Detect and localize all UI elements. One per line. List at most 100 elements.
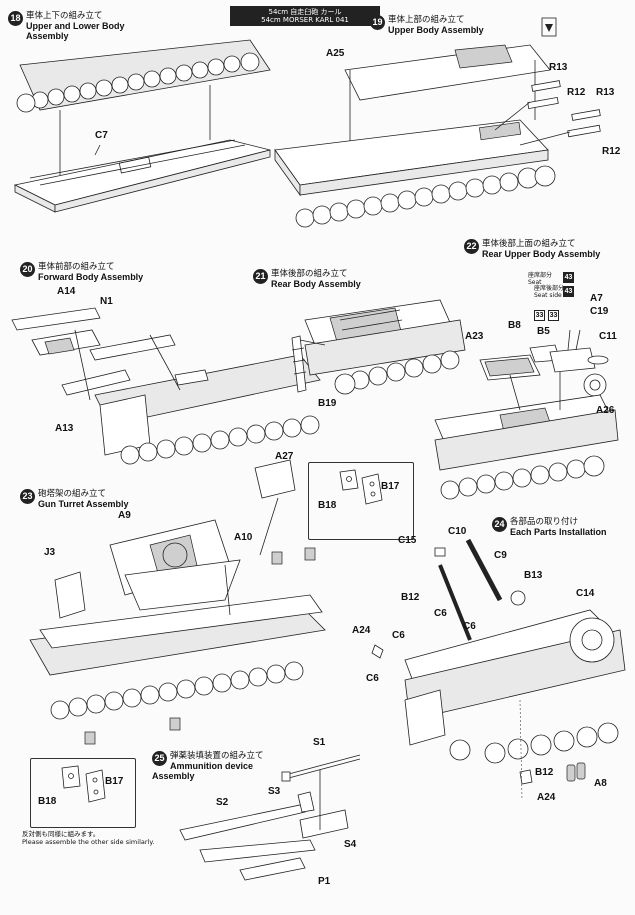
part-label-c6-4: C6 [366, 673, 379, 684]
part-label-c7: C7 [95, 130, 108, 141]
step22-drawing [434, 329, 619, 500]
part-label-c15: C15 [398, 535, 417, 546]
step-24-title-en: Each Parts Installation [510, 527, 607, 537]
step-20-title-jp: 車体前部の組み立て [38, 262, 115, 272]
part-label-s3: S3 [268, 786, 281, 797]
step-21-title-en: Rear Body Assembly [271, 279, 361, 289]
part-label-a25: A25 [326, 48, 345, 59]
part-label-b18-2: B18 [38, 796, 57, 807]
part-label-c6-2: C6 [463, 621, 476, 632]
part-label-p1: P1 [318, 876, 331, 887]
part-label-b8: B8 [508, 320, 521, 331]
part-label-c19: C19 [590, 306, 609, 317]
part-label-c6-3: C6 [392, 630, 405, 641]
part-label-a23: A23 [465, 331, 484, 342]
step-24-title-jp: 各部品の取り付け [510, 517, 579, 527]
step-23-heading: 23 砲塔架の組み立て Gun Turret Assembly [20, 488, 180, 509]
step22-roadwheels [440, 455, 605, 500]
glue-icon [541, 17, 557, 37]
part-label-a26: A26 [596, 405, 615, 416]
step-20-heading: 20 車体前部の組み立て Forward Body Assembly [20, 261, 170, 282]
step-number-badge: 25 [152, 751, 167, 766]
step-21-title-jp: 車体後部の組み立て [271, 269, 348, 279]
step-22-title-en: Rear Upper Body Assembly [482, 249, 601, 259]
step-number-badge: 23 [20, 489, 35, 504]
seat-side-note: 座席後部分 Seat side [534, 285, 584, 299]
header-title-jp: 54cm 自走臼砲 カール [268, 8, 342, 16]
step-number-badge: 24 [492, 517, 507, 532]
inset-frame-bracket-bottom [30, 758, 136, 828]
part-label-c9: C9 [494, 550, 507, 561]
step-19-heading: 19 車体上部の組み立て Upper Body Assembly [370, 14, 540, 35]
step20-drawing [11, 307, 321, 465]
step-20-title-en: Forward Body Assembly [38, 272, 144, 282]
part-label-a13: A13 [55, 423, 74, 434]
part-label-r13: R13 [549, 62, 568, 73]
part-label-j3: J3 [44, 547, 56, 558]
paint-code-badge: 33 [548, 310, 559, 321]
step21-drawing [291, 299, 466, 395]
step18-roadwheels [16, 52, 260, 113]
seat-side-note-jp: 座席後部分 [534, 285, 565, 292]
step-19-title-jp: 車体上部の組み立て [388, 15, 465, 25]
step21-roadwheels [334, 350, 460, 395]
paint-code-badge: 43 [563, 286, 574, 297]
step24-drawing [371, 538, 626, 801]
part-label-b12: B12 [401, 592, 420, 603]
step-number-badge: 22 [464, 239, 479, 254]
step-25-title-en-line1: Ammunition device [170, 761, 254, 771]
seat-note-jp: 座席部分 [528, 272, 553, 279]
part-label-a14: A14 [57, 286, 76, 297]
step-22-title-jp: 車体後部上面の組み立て [482, 239, 576, 249]
part-label-a27: A27 [275, 451, 294, 462]
part-label-c6: C6 [434, 608, 447, 619]
part-label-a9: A9 [118, 510, 131, 521]
part-label-a7: A7 [590, 293, 603, 304]
header-title-en: 54cm MORSER KARL 041 [261, 16, 349, 24]
step24-roadwheels [449, 722, 619, 764]
part-label-s4: S4 [344, 839, 357, 850]
step19-drawing [274, 17, 601, 228]
step23-drawing [29, 459, 326, 745]
symmetry-note-en: Please assemble the other side similarly… [22, 838, 155, 846]
part-label-s1: S1 [313, 737, 326, 748]
page-header: 54cm 自走臼砲 カール 54cm MORSER KARL 041 [230, 6, 380, 26]
seat-note: 座席部分 Seat [528, 272, 568, 286]
symmetry-note: 反対側も同様に組みます。 Please assemble the other s… [22, 830, 182, 846]
step-number-badge: 19 [370, 15, 385, 30]
part-label-b5: B5 [537, 326, 550, 337]
step-number-badge: 20 [20, 262, 35, 277]
step23-roadwheels [50, 661, 304, 720]
step-18-title-en: Upper and Lower Body Assembly [26, 21, 125, 41]
step-19-title-en: Upper Body Assembly [388, 25, 484, 35]
step-18-heading: 18 車体上下の組み立て Upper and Lower Body Assemb… [8, 10, 148, 41]
part-label-b13: B13 [524, 570, 543, 581]
part-label-b17: B17 [381, 481, 400, 492]
part-label-c10: C10 [448, 526, 467, 537]
step-number-badge: 18 [8, 11, 23, 26]
part-label-a8: A8 [594, 778, 607, 789]
step19-roadwheels [295, 165, 556, 228]
step-23-title-en: Gun Turret Assembly [38, 499, 129, 509]
part-label-c14: C14 [576, 588, 595, 599]
step-23-title-jp: 砲塔架の組み立て [38, 489, 107, 499]
seat-side-note-en: Seat side [534, 292, 562, 299]
step-25-heading: 25 弾薬装填装置の組み立て Ammunition device Assembl… [152, 750, 282, 781]
part-label-s2: S2 [216, 797, 229, 808]
step-22-heading: 22 車体後部上面の組み立て Rear Upper Body Assembly [464, 238, 634, 259]
symmetry-note-jp: 反対側も同様に組みます。 [22, 830, 100, 838]
paint-code-badge: 33 [534, 310, 545, 321]
part-label-r12-2: R12 [602, 146, 621, 157]
inset-bracket-top [339, 469, 383, 505]
part-label-a24: A24 [352, 625, 371, 636]
step-24-heading: 24 各部品の取り付け Each Parts Installation [492, 516, 632, 537]
inset-bracket-bottom [61, 765, 106, 803]
step25-drawing [179, 754, 361, 881]
step-25-title-en-line2: Assembly [152, 771, 195, 781]
part-label-c11: C11 [599, 331, 617, 342]
step-18-title-jp: 車体上下の組み立て [26, 11, 103, 21]
inset-frame-bracket-top [308, 462, 414, 540]
part-label-b19: B19 [318, 398, 337, 409]
step18-drawing [13, 39, 271, 213]
